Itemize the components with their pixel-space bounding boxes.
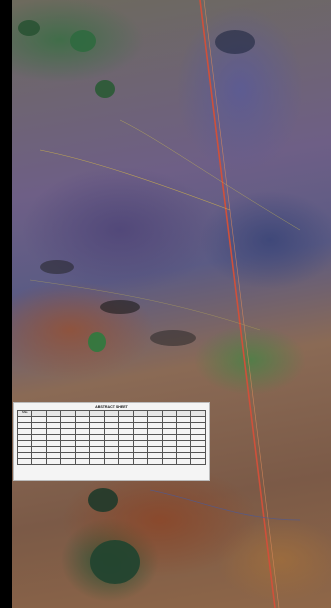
transmission-route-line [199,0,276,608]
legend-table-cell [132,458,149,465]
river [149,489,301,521]
legend-table-cell [45,458,62,465]
dark-terrain-patch [215,30,255,54]
legend-table-cell [31,458,47,465]
legend-table-row [16,428,206,435]
abstract-sheet-table: ABSTRACT SHEET S.No [13,402,210,481]
dark-terrain-patch [40,260,74,274]
legend-table-cell [175,458,192,465]
legend-table-cell [190,458,206,465]
vegetation-patch [95,80,115,98]
yellow-track [29,279,261,331]
legend-table-cell [161,458,178,465]
legend-table-cell [147,458,163,465]
dark-terrain-patch [150,330,196,346]
vegetation-patch [88,488,118,512]
legend-table-cell [16,458,33,465]
legend-table: S.No [16,410,206,465]
vegetation-patch [70,30,96,52]
yellow-track [119,119,301,231]
transmission-route-line-secondary [203,0,280,608]
legend-table-body [16,416,206,465]
vegetation-patch [18,20,40,36]
yellow-track [39,149,231,211]
legend-table-row [16,458,206,465]
dark-terrain-patch [100,300,140,314]
vegetation-patch [88,332,106,352]
vegetation-patch [90,540,140,584]
legend-table-row [16,416,206,423]
legend-table-cell [60,458,76,465]
legend-table-cell [74,458,91,465]
legend-title: ABSTRACT SHEET [95,405,128,409]
legend-table-cell [103,458,120,465]
legend-table-cell [89,458,105,465]
legend-table-row [16,452,206,459]
map-edge-strip [0,0,12,608]
legend-table-cell [118,458,134,465]
